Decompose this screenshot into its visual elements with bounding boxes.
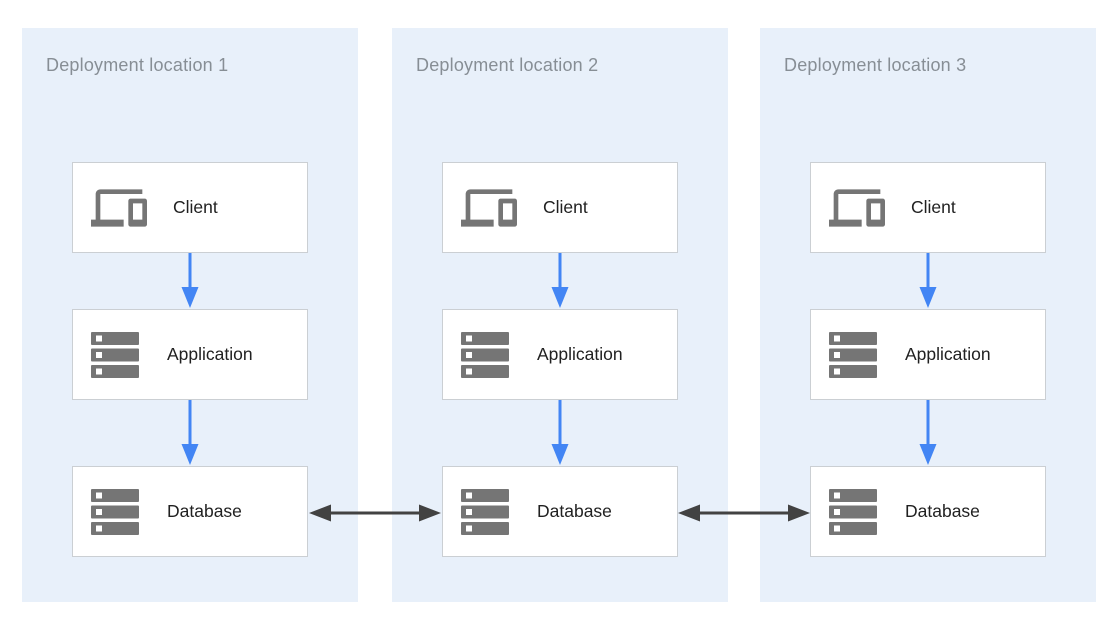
server-stack-icon	[91, 331, 141, 378]
panel-title: Deployment location 1	[46, 55, 229, 75]
node-label: Database	[537, 501, 612, 521]
database-node: Database	[442, 466, 678, 557]
devices-icon	[461, 188, 517, 228]
deployment-location-3-panel: Deployment location 3 Client Application	[760, 28, 1096, 602]
server-stack-icon	[829, 331, 879, 378]
flow-arrow-client-to-application	[919, 253, 937, 308]
database-node: Database	[72, 466, 308, 557]
flow-arrow-client-to-application	[181, 253, 199, 308]
node-label: Application	[537, 344, 623, 364]
client-node: Client	[810, 162, 1046, 253]
application-node: Application	[442, 309, 678, 400]
node-label: Client	[543, 197, 588, 217]
application-node: Application	[810, 309, 1046, 400]
server-stack-icon	[461, 488, 511, 535]
panel-title: Deployment location 2	[416, 55, 599, 75]
application-node: Application	[72, 309, 308, 400]
node-label: Client	[173, 197, 218, 217]
sync-arrow-database2-database3	[678, 504, 810, 522]
node-label: Database	[167, 501, 242, 521]
devices-icon	[91, 188, 147, 228]
flow-arrow-application-to-database	[181, 400, 199, 465]
client-node: Client	[442, 162, 678, 253]
server-stack-icon	[91, 488, 141, 535]
node-label: Application	[167, 344, 253, 364]
client-node: Client	[72, 162, 308, 253]
panel-title: Deployment location 3	[784, 55, 967, 75]
devices-icon	[829, 188, 885, 228]
flow-arrow-application-to-database	[919, 400, 937, 465]
node-label: Application	[905, 344, 991, 364]
deployment-location-1-panel: Deployment location 1 Client Application	[22, 28, 358, 602]
node-label: Client	[911, 197, 956, 217]
flow-arrow-application-to-database	[551, 400, 569, 465]
sync-arrow-database1-database2	[309, 504, 441, 522]
server-stack-icon	[829, 488, 879, 535]
deployment-location-2-panel: Deployment location 2 Client Application	[392, 28, 728, 602]
flow-arrow-client-to-application	[551, 253, 569, 308]
server-stack-icon	[461, 331, 511, 378]
database-node: Database	[810, 466, 1046, 557]
node-label: Database	[905, 501, 980, 521]
